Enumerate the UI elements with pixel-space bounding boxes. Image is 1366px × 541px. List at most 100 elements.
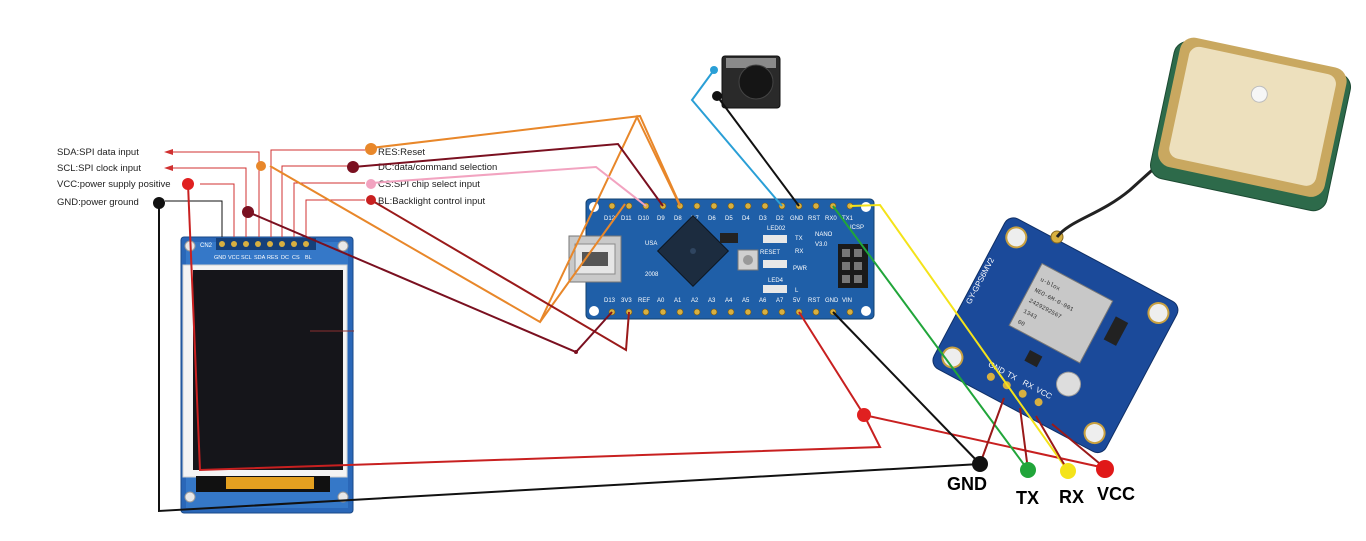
label-tx: TX [1016,488,1039,508]
nano-pin-d11: D11 [621,216,632,222]
dot-res [365,143,377,155]
gps-ceramic-antenna [1150,37,1351,212]
dot-gps-tx [1020,462,1036,478]
junction-dots [153,143,1114,479]
dot-gnd [153,197,165,209]
nano-silk-usa: USA [645,241,657,247]
tft-flex-connector [226,477,314,489]
tft-pin-scl: SCL [241,255,252,261]
tft-pin-res: RES [267,255,279,261]
nano-silk-version: V3.0 [815,242,828,248]
nano-pin-rst-b: RST [808,298,820,304]
gps-pad-gnd [986,372,995,381]
dot-5v [857,408,871,422]
tft-pin-labels: GND VCC SCL SDA RES DC CS BL [214,255,312,261]
tft-header-strip [216,238,316,250]
nano-pin-tx1: TX1 [842,216,854,222]
nano-pin-d13: D13 [604,298,616,304]
legend-cs: CS:SPI chip select input [378,179,480,190]
tft-display-module: CN2 GND VCC SCL SDA RES DC CS BL [180,236,354,514]
tft-pad [243,241,249,247]
wire-vcc-5v [187,183,882,472]
nano-pin-5v: 5V [793,298,800,304]
dot-sda [256,161,266,171]
nano-icsp-header [838,244,868,288]
leader-bl [305,199,365,237]
nano-silk-pwr: PWR [793,266,808,272]
nano-top-holes [608,202,854,210]
nano-pin-a7: A7 [776,298,784,304]
nano-pin-a1: A1 [674,298,682,304]
dot-bl [366,195,376,205]
tft-pin-bl: BL [305,255,312,261]
nano-silk-icsp: ICSP [850,225,864,231]
nano-pin-d9: D9 [657,216,665,222]
legend-gnd: GND:power ground [57,197,139,208]
tft-pad [219,241,225,247]
nano-pin-a6: A6 [759,298,767,304]
gps-pad-rx [1018,389,1027,398]
nano-led-pwr [763,260,787,268]
nano-silk-led4: LED4 [768,278,784,284]
nano-pin-vin: VIN [842,298,852,304]
tft-cn2-label: CN2 [200,243,213,249]
wire-button-gnd [716,95,800,207]
tft-pin-cs: CS [292,255,300,261]
nano-pin-d4: D4 [742,216,750,222]
nano-pin-d12: D12 [604,216,616,222]
wire-gps-tx-rx0 [832,205,1029,471]
legend-dc: DC:data/command selection [378,162,497,173]
wire-tft-res-d8 [269,114,681,324]
nano-pin-d3: D3 [759,216,767,222]
gps-chip [1008,262,1114,364]
nano-pin-rx0: RX0 [825,216,837,222]
label-rx: RX [1059,487,1084,507]
tft-pin-gnd: GND [214,255,226,261]
wire-gps-vcc-stub [1051,423,1106,469]
nano-led-l [763,285,787,293]
nano-pin-d5: D5 [725,216,733,222]
nano-pin-a0: A0 [657,298,665,304]
tft-pin-dc: DC [281,255,289,261]
nano-pin-gnd-b: GND [825,298,839,304]
legend-res: RES:Reset [378,147,425,158]
nano-silk-led02: LED02 [767,226,786,232]
tft-pad [255,241,261,247]
nano-pin-a4: A4 [725,298,733,304]
gps-mount-hole [1147,301,1170,324]
nano-silk-rx: RX [795,249,803,255]
nano-pin-a3: A3 [708,298,716,304]
nano-pin-d10: D10 [638,216,650,222]
wire-gps-gnd-stub [979,397,1005,465]
dot-gps-rx [1060,463,1076,479]
legend-sda: SDA:SPI data input [57,147,139,158]
tft-pad [291,241,297,247]
legend-bl: BL:Backlight control input [378,196,486,207]
arrow-sda [164,149,173,155]
dot-cs [366,179,376,189]
leader-vcc [200,183,235,237]
nano-bottom-labels: D13 3V3 REF A0 A1 A2 A3 A4 A5 A6 A7 5V R… [604,298,852,304]
wire-sda-d11 [539,203,626,323]
wire-button-d2 [690,69,783,207]
dot-vcc [182,178,194,190]
leader-dc [281,165,348,237]
leader-gnd [165,200,223,237]
gps-regulator [1103,316,1129,346]
nano-led-tx [763,235,787,243]
push-button-frame [726,58,776,68]
nano-bottom-holes [608,308,854,316]
icsp-pin [842,249,850,257]
tft-pad [267,241,273,247]
nano-silk-l: L [795,288,799,294]
tft-legend-leaders [164,149,365,237]
wire-bl-3v3 [370,199,630,352]
dot-bend-scl [574,350,578,354]
usb-face [574,243,616,275]
nano-pin-d8: D8 [674,216,682,222]
gps-mount-hole [1005,226,1028,249]
push-button-cap [738,64,774,100]
dot-gps-gnd [972,456,988,472]
dot-scl [242,206,254,218]
